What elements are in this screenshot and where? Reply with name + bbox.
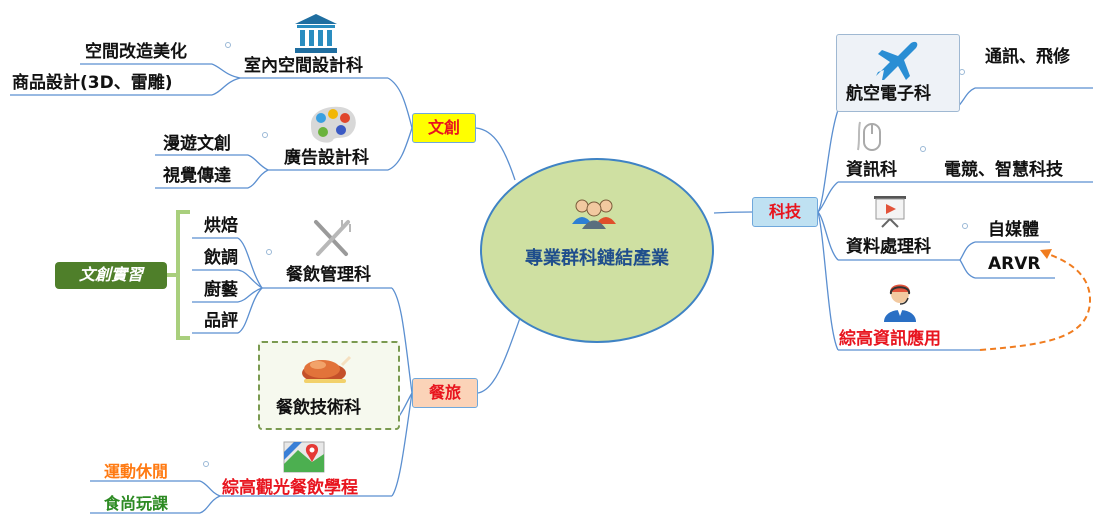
dept-advertising-design[interactable]: 廣告設計科 — [284, 148, 369, 168]
map-pin-icon — [283, 441, 325, 473]
topic-sports-leisure[interactable]: 運動休閒 — [104, 462, 169, 481]
collapse-dot — [262, 132, 268, 138]
dept-avionics-box[interactable] — [836, 34, 960, 112]
topic-self-media[interactable]: 自媒體 — [988, 220, 1039, 240]
branch-food[interactable]: 餐旅 — [412, 378, 478, 408]
dept-info-application[interactable]: 綜高資訊應用 — [839, 329, 941, 349]
topic-tasting[interactable]: 品評 — [204, 311, 238, 331]
collapse-dot — [225, 42, 231, 48]
dept-data-processing[interactable]: 資料處理科 — [846, 237, 931, 257]
branch-tech[interactable]: 科技 — [752, 197, 818, 227]
collapse-dot — [920, 146, 926, 152]
collapse-dot — [959, 69, 965, 75]
topic-arvr[interactable]: ARVR — [988, 254, 1041, 274]
topic-product-design[interactable]: 商品設計(3D、雷雕) — [12, 73, 173, 93]
collapse-dot — [962, 223, 968, 229]
center-title: 專業群科鏈結產業 — [525, 248, 669, 269]
topic-baking[interactable]: 烘焙 — [204, 216, 238, 236]
dept-tourism-program[interactable]: 綜高觀光餐飲學程 — [222, 478, 358, 498]
dept-information[interactable]: 資訊科 — [846, 160, 897, 180]
collapse-dot — [203, 461, 209, 467]
topic-space-renovation[interactable]: 空間改造美化 — [85, 42, 187, 62]
people-group-icon — [572, 199, 616, 229]
dept-culinary-tech[interactable]: 餐飲技術科 — [276, 398, 361, 418]
center-node[interactable] — [480, 158, 714, 343]
callout-cultural-internship[interactable] — [55, 262, 167, 289]
topic-visual-communication[interactable]: 視覺傳達 — [163, 166, 231, 186]
dept-avionics[interactable]: 航空電子科 — [846, 84, 931, 104]
airplane-icon — [876, 41, 918, 80]
branch-creative[interactable]: 文創 — [412, 113, 476, 143]
paint-palette-icon — [311, 106, 356, 143]
topic-beverage[interactable]: 飲調 — [204, 248, 238, 268]
bank-building-icon — [295, 14, 337, 53]
collapse-dot — [266, 249, 272, 255]
topic-food-course[interactable]: 食尚玩課 — [104, 494, 169, 513]
dept-interior-design[interactable]: 室內空間設計科 — [244, 56, 363, 76]
roast-chicken-icon — [302, 355, 352, 383]
dept-food-management[interactable]: 餐飲管理科 — [286, 265, 371, 285]
computer-mouse-icon — [857, 121, 881, 151]
callout-cultural-internship-label: 文創實習 — [78, 265, 143, 284]
topic-culinary[interactable]: 廚藝 — [204, 280, 238, 300]
headset-agent-icon — [884, 284, 916, 322]
fork-knife-icon — [314, 220, 351, 256]
dept-culinary-tech-box[interactable] — [258, 341, 400, 430]
topic-cultural-tour[interactable]: 漫遊文創 — [163, 134, 231, 154]
topic-comm-aircraft[interactable]: 通訊、飛修 — [985, 47, 1070, 67]
topic-esports-smart-tech[interactable]: 電競、智慧科技 — [944, 160, 1063, 180]
projector-screen-icon — [874, 196, 906, 228]
